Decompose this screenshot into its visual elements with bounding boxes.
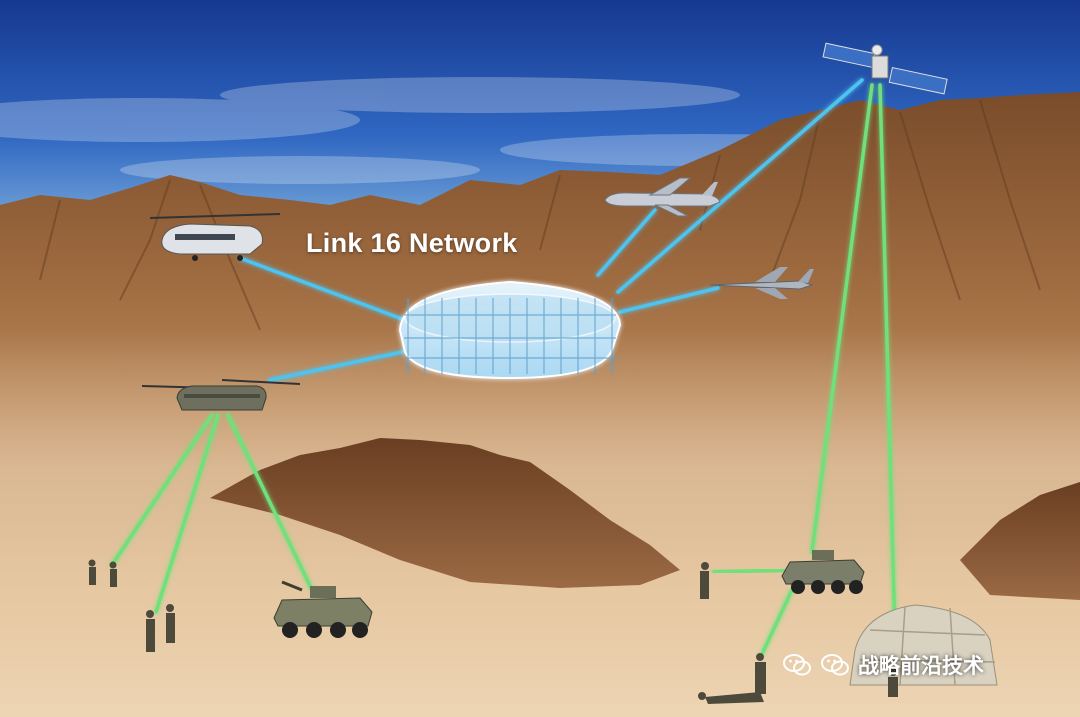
mountain-ridges <box>39 99 1041 331</box>
watermark: 战略前沿技术 <box>782 650 984 680</box>
link-patrol-aircraft-hub <box>596 208 657 277</box>
satellite <box>822 42 948 95</box>
link-chinook-vehicle-left <box>226 413 314 592</box>
armored-vehicle-left <box>273 580 373 638</box>
soldier-right <box>700 562 709 599</box>
rock-hill-center <box>210 438 680 588</box>
command-tent <box>849 604 998 686</box>
link-vehicle-soldiers-bottom <box>760 588 794 656</box>
network-title: Link 16 Network <box>306 228 518 258</box>
armored-vehicle-right <box>781 550 865 594</box>
maritime-patrol-aircraft <box>604 177 721 217</box>
link-vehicle-soldier-right <box>712 568 790 574</box>
wechat-icon <box>783 654 811 676</box>
wechat-icon-2 <box>821 654 849 676</box>
link-chinook-soldiers-left <box>110 413 214 567</box>
link16-hub <box>398 280 622 380</box>
soldiers-center <box>146 604 175 652</box>
watermark-text: 战略前沿技术 <box>858 654 984 678</box>
link-fighter-hub <box>618 286 720 314</box>
soldiers-left <box>88 559 117 587</box>
helicopter-top <box>149 213 281 261</box>
rock-hill-right <box>960 482 1080 600</box>
soldiers-bottom <box>698 653 898 704</box>
link-chinook-soldiers-center <box>154 413 220 614</box>
helicopter-chinook <box>141 379 301 411</box>
fighter-jet <box>709 267 814 299</box>
link-lines <box>110 78 898 674</box>
link-satellite-tent <box>878 83 898 674</box>
link-helicopter-top-hub <box>238 256 412 324</box>
clouds <box>0 77 900 184</box>
link-chinook-hub <box>268 350 404 382</box>
link-satellite-hub <box>616 78 864 294</box>
link-satellite-vehicle-right <box>810 83 874 554</box>
